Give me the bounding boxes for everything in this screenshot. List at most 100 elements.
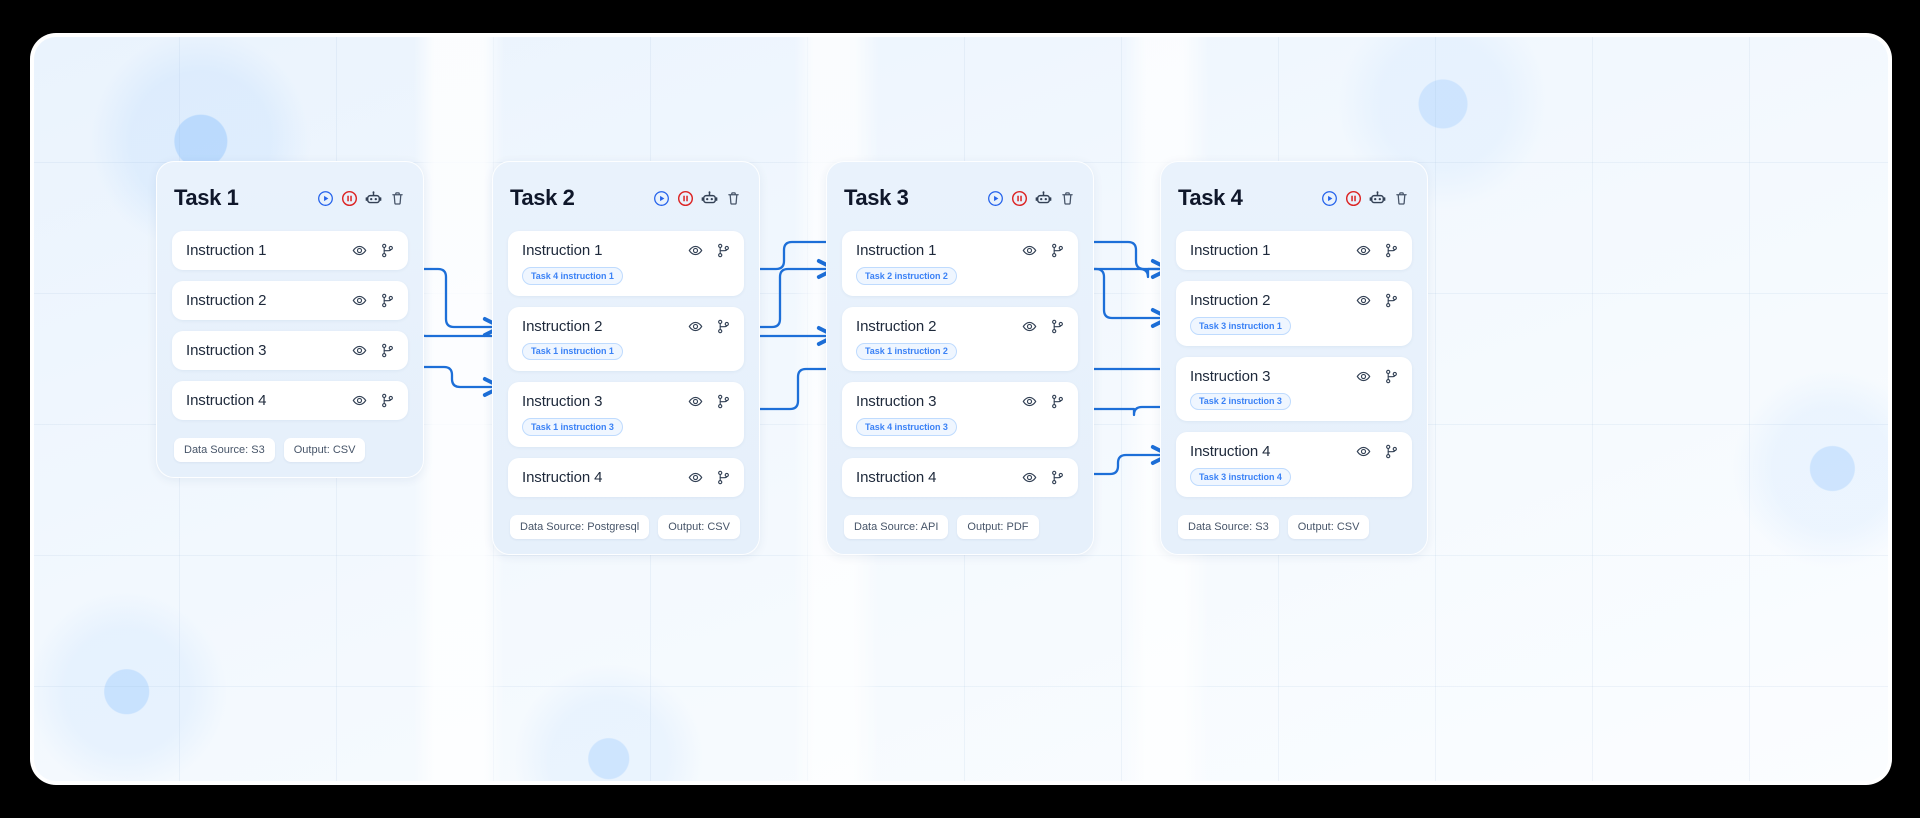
eye-icon[interactable] [1356,293,1371,308]
trash-icon[interactable] [725,190,742,207]
git-branch-icon[interactable] [380,393,395,408]
eye-icon[interactable] [688,470,703,485]
eye-icon[interactable] [1356,243,1371,258]
git-branch-icon[interactable] [1050,243,1065,258]
trash-icon[interactable] [1393,190,1410,207]
instruction-row[interactable]: Instruction 4 [508,457,744,497]
task-meta-tag[interactable]: Output: CSV [1287,514,1370,539]
git-branch-icon[interactable] [1050,394,1065,409]
eye-icon[interactable] [352,343,367,358]
instruction-label: Instruction 4 [186,392,267,409]
git-branch-icon[interactable] [1384,369,1399,384]
instruction-row[interactable]: Instruction 4 [842,457,1078,497]
eye-icon[interactable] [688,394,703,409]
pause-icon[interactable] [1011,190,1028,207]
eye-icon[interactable] [1022,243,1037,258]
play-icon[interactable] [653,190,670,207]
dependency-badge[interactable]: Task 4 instruction 1 [522,267,623,285]
instruction-row-main: Instruction 3 [522,393,731,410]
trash-icon[interactable] [1059,190,1076,207]
eye-icon[interactable] [1356,444,1371,459]
task-meta-tag[interactable]: Data Source: S3 [1178,514,1279,539]
git-branch-icon[interactable] [380,293,395,308]
instruction-label: Instruction 3 [522,393,603,410]
instruction-actions [1356,293,1399,308]
play-icon[interactable] [1321,190,1338,207]
robot-icon[interactable] [1369,190,1386,207]
dependency-badge[interactable]: Task 4 instruction 3 [856,418,957,436]
git-branch-icon[interactable] [716,394,731,409]
task-meta-tag[interactable]: Data Source: S3 [174,438,275,462]
robot-icon[interactable] [1035,190,1052,207]
pause-icon[interactable] [677,190,694,207]
instruction-row[interactable]: Instruction 1 [172,231,408,270]
eye-icon[interactable] [352,393,367,408]
git-branch-icon[interactable] [716,243,731,258]
robot-icon[interactable] [365,190,382,207]
git-branch-icon[interactable] [1050,319,1065,334]
instruction-row[interactable]: Instruction 1 [1176,231,1412,270]
instruction-actions [688,243,731,258]
git-branch-icon[interactable] [716,319,731,334]
eye-icon[interactable] [352,293,367,308]
instruction-row[interactable]: Instruction 2 [172,281,408,320]
play-icon[interactable] [987,190,1004,207]
trash-icon[interactable] [389,190,406,207]
task-meta-tag[interactable]: Data Source: Postgresql [510,514,650,539]
eye-icon[interactable] [1022,470,1037,485]
git-branch-icon[interactable] [1384,243,1399,258]
dependency-badge[interactable]: Task 1 instruction 3 [522,418,623,436]
instruction-row[interactable]: Instruction 3 [172,331,408,370]
dependency-badge[interactable]: Task 3 instruction 1 [1190,317,1291,335]
dependency-badge[interactable]: Task 1 instruction 2 [856,342,957,360]
task-card-1[interactable]: Task 1 Instruction 1 Instruction 2 Instruct… [156,161,424,478]
git-branch-icon[interactable] [716,470,731,485]
eye-icon[interactable] [688,243,703,258]
git-branch-icon[interactable] [1384,444,1399,459]
task-meta-tag[interactable]: Output: CSV [283,438,366,462]
task-title: Task 3 [844,185,909,210]
git-branch-icon[interactable] [1384,293,1399,308]
play-icon[interactable] [317,190,334,207]
eye-icon[interactable] [352,243,367,258]
instruction-row-main: Instruction 4 [856,469,1065,486]
pause-icon[interactable] [341,190,358,207]
instruction-actions [688,394,731,409]
workflow-canvas[interactable]: Task 1 Instruction 1 Instruction 2 Instruct… [34,37,1888,781]
dependency-badge[interactable]: Task 2 instruction 2 [856,267,957,285]
dependency-badge[interactable]: Task 3 instruction 4 [1190,468,1291,486]
git-branch-icon[interactable] [380,343,395,358]
pause-icon[interactable] [1345,190,1362,207]
eye-icon[interactable] [688,319,703,334]
dependency-badge[interactable]: Task 1 instruction 1 [522,342,623,360]
eye-icon[interactable] [1022,319,1037,334]
task-meta-tag[interactable]: Output: CSV [658,514,740,539]
git-branch-icon[interactable] [1050,470,1065,485]
git-branch-icon[interactable] [380,243,395,258]
task-meta-tag[interactable]: Data Source: API [844,514,949,539]
instruction-row[interactable]: Instruction 4 [172,381,408,420]
instruction-row[interactable]: Instruction 3 Task 1 instruction 3 [508,382,744,447]
eye-icon[interactable] [1356,369,1371,384]
instruction-actions [1022,243,1065,258]
task-title: Task 1 [174,185,239,210]
task-meta-tag[interactable]: Output: PDF [957,514,1039,539]
eye-icon[interactable] [1022,394,1037,409]
instruction-actions [352,343,395,358]
robot-icon[interactable] [701,190,718,207]
instruction-row-main: Instruction 1 [1190,242,1399,259]
dependency-badge[interactable]: Task 2 instruction 3 [1190,392,1291,410]
